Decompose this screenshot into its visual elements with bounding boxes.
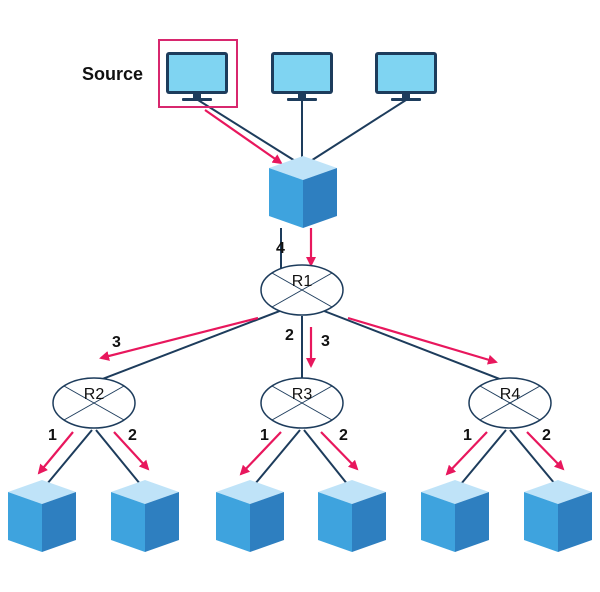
- interface-label: 3: [112, 334, 121, 351]
- link-host3-switch: [305, 99, 407, 165]
- router-label: R1: [292, 273, 313, 290]
- host-computer: [271, 52, 333, 101]
- link-r2-right: [95, 429, 146, 491]
- link-r4-left: [455, 429, 507, 491]
- link-r3-left: [249, 429, 301, 491]
- switch-cube: [269, 156, 337, 228]
- leaf-cube: [421, 480, 489, 552]
- interface-label: 2: [542, 427, 551, 444]
- arrow-r4-left: [445, 431, 488, 476]
- leaf-cube: [524, 480, 592, 552]
- leaf-cube: [318, 480, 386, 552]
- arrow-r2-left: [37, 431, 74, 475]
- host-computer: [375, 52, 437, 101]
- leaf-cube: [8, 480, 76, 552]
- interface-label: 1: [48, 427, 57, 444]
- link-r2-left: [41, 429, 93, 491]
- router-r4: R4: [468, 377, 552, 429]
- leaf-cube: [111, 480, 179, 552]
- router-label: R3: [292, 386, 313, 403]
- interface-label: 2: [285, 327, 294, 344]
- router-label: R4: [500, 386, 521, 403]
- router-r2: R2: [52, 377, 136, 429]
- links: [41, 99, 561, 491]
- arrow-r3-right: [320, 431, 359, 471]
- link-r1-r4: [305, 303, 511, 384]
- router-label: R2: [84, 386, 105, 403]
- interface-label: 4: [276, 240, 285, 257]
- source-highlight: [158, 39, 238, 108]
- interface-label: 2: [339, 427, 348, 444]
- arrow-r1-r2: [99, 316, 259, 361]
- leaf-cubes: [8, 480, 592, 552]
- arrows: [37, 109, 565, 476]
- arrow-r4-right: [526, 431, 565, 471]
- interface-label: 1: [260, 427, 269, 444]
- interface-label: 1: [463, 427, 472, 444]
- router-r1: R1: [260, 264, 344, 316]
- link-source-switch: [197, 99, 301, 165]
- link-r3-right: [303, 429, 353, 491]
- arrow-r3-left: [239, 431, 282, 476]
- interface-label: 2: [128, 427, 137, 444]
- interface-label: 3: [321, 333, 330, 350]
- source-label: Source: [82, 64, 143, 84]
- arrow-source-switch: [204, 109, 283, 165]
- host-computer: [166, 52, 228, 101]
- leaf-cube: [216, 480, 284, 552]
- arrow-r1-r4: [347, 316, 498, 365]
- router-r3: R3: [260, 377, 344, 429]
- link-r4-right: [509, 429, 561, 491]
- arrow-r2-right: [113, 431, 150, 471]
- link-r1-r2: [91, 303, 299, 384]
